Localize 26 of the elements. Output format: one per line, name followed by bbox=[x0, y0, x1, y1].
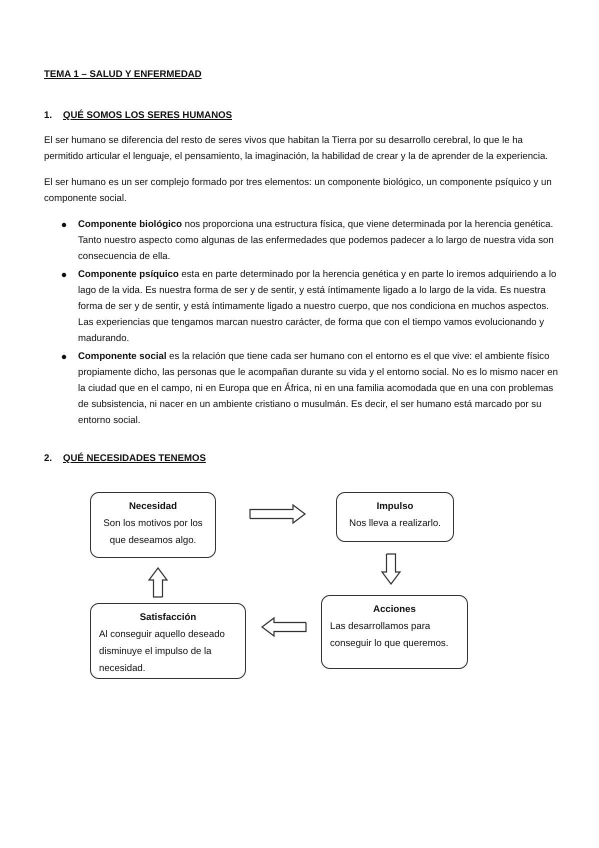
section-heading: QUÉ SOMOS LOS SERES HUMANOS bbox=[63, 108, 232, 123]
box-text: Son los motivos por los que deseamos algo. bbox=[102, 517, 204, 548]
process-box bbox=[90, 603, 246, 679]
box-heading: Impulso bbox=[376, 500, 414, 514]
section-number: 2. bbox=[44, 452, 52, 466]
bullet-text: Componente social es la relación que tiene cada ser humano con el entorno es el que vive: el ambiente físico propiamente dicho, las personas que le acompañan durante su vida y el entorno social. No es lo mismo nacer en la ciudad que en el campo, ni en Europa que en África, ni en una familia acomodada que en una con problemas de subsistencia, ni nacer en un ambiente cristiano o musulmán. Es decir, el ser humano está marcado por su entorno social. bbox=[78, 350, 558, 428]
box-heading: Necesidad bbox=[128, 500, 178, 514]
paragraph: El ser humano es un ser complejo formado por tres elementos: un componente biológico, un componente psíquico y un componente social. bbox=[44, 176, 553, 206]
process-box bbox=[336, 492, 454, 542]
box-text: Las desarrollamos para conseguir lo que queremos. bbox=[330, 620, 450, 651]
box-text: Al conseguir aquello deseado disminuye el impulso de la necesidad. bbox=[99, 628, 226, 676]
paragraph: El ser humano se diferencia del resto de seres vivos que habitan la Tierra por su desarrollo cerebral, lo que le ha permitido articular el lenguaje, el pensamiento, la imaginación, la habilidad de crear y la de aprender de la experiencia. bbox=[44, 134, 549, 164]
bullet-text: Componente psíquico esta en parte determinado por la herencia genética y en parte lo iremos adquiriendo a lo lago de la vida. Es nuestra forma de ser y de sentir, y está íntimamente ligado a lo largo de la vida. Es nuestra forma de ser y de sentir, y está íntimamente ligado a nuestro cuerpo, que nos condiciona en muchos aspectos. Las experiencias que tengamos marcan nuestro carácter, de forma que con el tiempo vamos evolucionando y madurando. bbox=[78, 268, 558, 346]
section-heading: QUÉ NECESIDADES TENEMOS bbox=[63, 452, 206, 466]
document-title: TEMA 1 – SALUD Y ENFERMEDAD bbox=[44, 69, 202, 80]
box-heading: Satisfacción bbox=[138, 611, 198, 625]
section-number: 1. bbox=[44, 109, 52, 123]
block-arrow bbox=[249, 504, 306, 524]
block-arrow bbox=[261, 616, 307, 638]
box-heading: Acciones bbox=[372, 603, 417, 617]
box-text: Nos lleva a realizarlo. bbox=[348, 517, 442, 531]
block-arrow bbox=[148, 567, 168, 598]
process-box bbox=[321, 595, 468, 669]
process-box bbox=[90, 492, 216, 558]
block-arrow bbox=[380, 553, 402, 585]
bullet-text: Componente biológico nos proporciona una estructura física, que viene determinada por la herencia genética. Tanto nuestro aspecto como algunas de las enfermedades que podemos padecer a lo largo de nuestra vida son consecuencia de ella. bbox=[78, 218, 555, 264]
